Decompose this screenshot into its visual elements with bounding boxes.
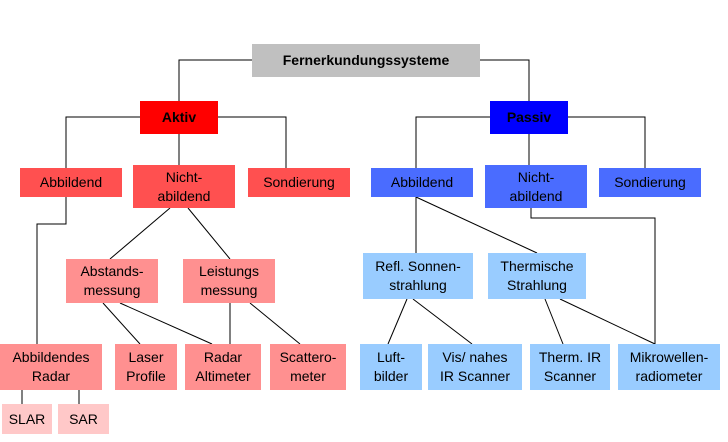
- link-therm-mikrowellen: [559, 298, 656, 345]
- node-luftbilder: Luft- bilder: [360, 344, 422, 390]
- node-laser-profile: Laser Profile: [115, 344, 177, 390]
- link-nicht-leistung: [187, 207, 231, 260]
- link-abstand-laser: [102, 302, 141, 345]
- node-slar: SLAR: [2, 404, 52, 434]
- node-leistungsmessung: Leistungs messung: [183, 259, 275, 303]
- node-radar-altimeter: Radar Altimeter: [185, 344, 261, 390]
- node-fernerkundungssysteme: Fernerkundungssysteme: [252, 44, 480, 77]
- node-aktiv-nichtabbildend: Nicht- abildend: [133, 165, 235, 208]
- node-passiv-sondierung: Sondierung: [599, 168, 701, 197]
- node-thermische-strahlung: Thermische Strahlung: [488, 253, 586, 299]
- node-refl-sonnenstrahlung: Refl. Sonnen- strahlung: [363, 253, 473, 299]
- link-refl-vis: [412, 298, 473, 345]
- node-abbildendes-radar: Abbildendes Radar: [0, 344, 102, 390]
- link-leistung-scatter: [249, 302, 301, 345]
- link-therm-thermir: [544, 298, 564, 345]
- node-sar: SAR: [58, 404, 109, 434]
- node-therm-ir-scanner: Therm. IR Scanner: [530, 344, 610, 390]
- node-aktiv-sondierung: Sondierung: [248, 168, 350, 197]
- node-passiv-nichtabbildend: Nicht- abildend: [485, 165, 587, 208]
- link-abstand-radaralt: [119, 302, 213, 345]
- link-abbildend-radar: [36, 197, 67, 344]
- node-vis-ir-scanner: Vis/ nahes IR Scanner: [428, 344, 522, 390]
- link-root-aktiv: [178, 59, 252, 101]
- link-passiv-abbildend: [415, 116, 490, 168]
- link-nicht-abstand: [109, 207, 171, 260]
- node-passiv-abbildend: Abbildend: [371, 168, 473, 197]
- node-passiv: Passiv: [490, 101, 568, 134]
- node-scatterometer: Scattero- meter: [270, 344, 346, 390]
- link-passiv-sondierung: [568, 116, 646, 168]
- node-abstandsmessung: Abstands- messung: [66, 259, 158, 303]
- link-root-passiv: [480, 59, 530, 101]
- node-aktiv-abbildend: Abbildend: [20, 168, 122, 197]
- link-aktiv-sondierung: [218, 116, 287, 168]
- link-nicht-mikrowellen: [530, 208, 656, 344]
- link-aktiv-abbildend: [65, 116, 140, 168]
- link-refl-luftbilder: [387, 298, 408, 345]
- link-abbildend-therm: [415, 196, 538, 254]
- node-aktiv: Aktiv: [140, 101, 218, 134]
- node-mikrowellenradiometer: Mikrowellen- radiometer: [618, 344, 720, 390]
